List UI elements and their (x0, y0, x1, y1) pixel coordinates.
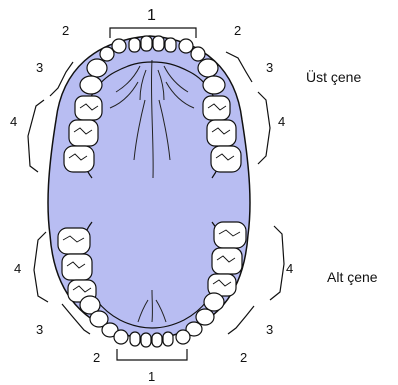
tooth (165, 38, 176, 52)
bracket-molar-top-right (258, 92, 270, 164)
tooth (212, 248, 242, 274)
tooth (75, 96, 102, 120)
label-premolar-top-right: 3 (266, 60, 273, 75)
lower-jaw-label: Alt çene (327, 269, 378, 285)
tooth (198, 59, 218, 77)
tooth (80, 76, 102, 94)
label-incisors-bottom: 1 (148, 369, 155, 384)
tooth (176, 330, 190, 344)
bracket-incisors-bottom (117, 349, 187, 360)
tooth (130, 332, 140, 346)
bracket-molar-top-left (28, 100, 44, 172)
tooth (87, 59, 107, 77)
label-canine-top-right: 2 (234, 23, 241, 38)
tooth (112, 39, 126, 53)
tooth (100, 47, 114, 61)
label-molar-bottom-right: 4 (286, 261, 293, 276)
label-premolar-top-left: 3 (36, 60, 43, 75)
label-canine-top-left: 2 (62, 23, 69, 38)
tooth (141, 333, 151, 347)
tooth (62, 254, 92, 280)
tooth (203, 96, 230, 120)
label-molar-top-left: 4 (10, 114, 17, 129)
bracket-premolar-top-right (226, 52, 252, 82)
tooth (204, 293, 224, 311)
tooth (129, 38, 140, 52)
label-molar-top-right: 4 (278, 114, 285, 129)
label-incisors-top: 1 (147, 7, 156, 24)
tooth (196, 309, 214, 325)
tooth (152, 333, 162, 347)
tooth (207, 120, 236, 146)
tooth (214, 222, 246, 248)
tooth (141, 36, 152, 51)
tooth (58, 228, 90, 254)
bracket-premolar-bottom-right (228, 306, 254, 334)
tooth (114, 330, 128, 344)
label-premolar-bottom-left: 3 (36, 322, 43, 337)
label-canine-bottom-right: 2 (240, 350, 247, 365)
tooth (163, 332, 173, 346)
bracket-molar-bottom-right (270, 226, 284, 300)
label-canine-bottom-left: 2 (93, 350, 100, 365)
label-molar-bottom-left: 4 (14, 261, 21, 276)
tooth (211, 146, 241, 172)
tooth (191, 47, 205, 61)
tooth (179, 39, 193, 53)
label-premolar-bottom-right: 3 (266, 322, 273, 337)
tooth (153, 36, 164, 51)
upper-jaw-label: Üst çene (306, 68, 361, 85)
tooth (69, 120, 98, 146)
tooth (203, 76, 225, 94)
bracket-molar-bottom-left (34, 232, 48, 302)
tooth (64, 146, 94, 172)
